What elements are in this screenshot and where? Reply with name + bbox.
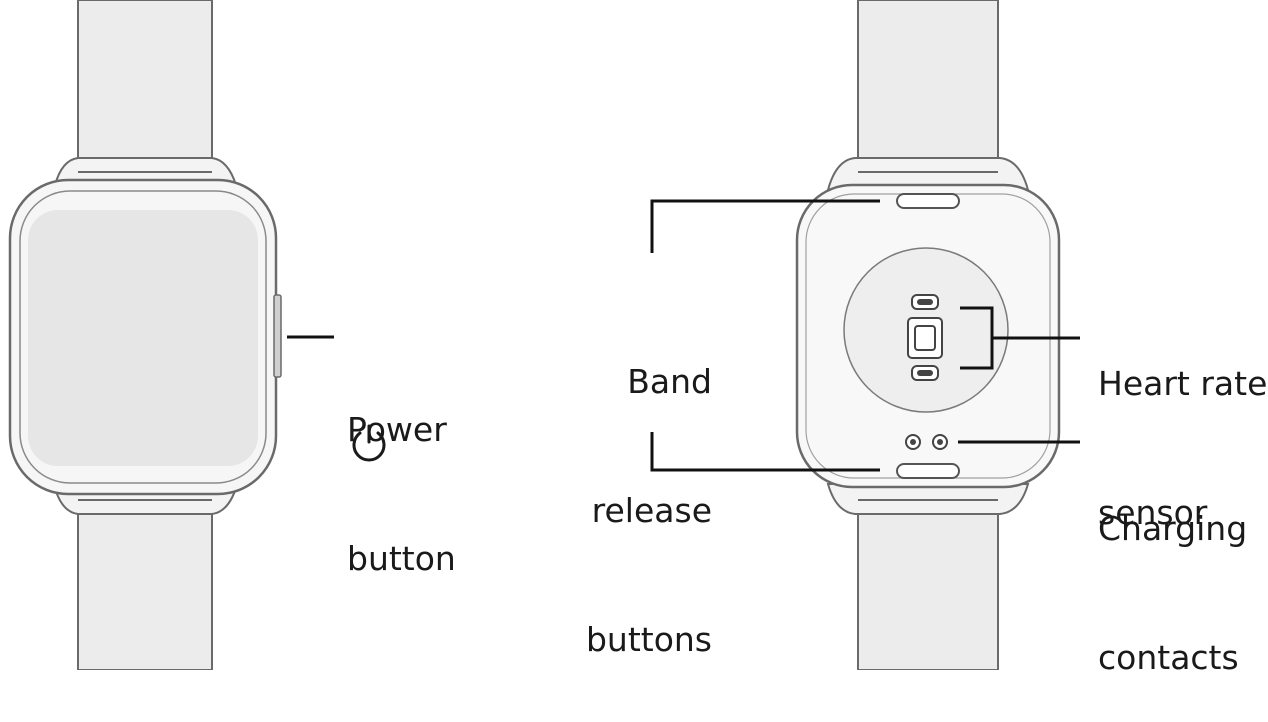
back-top-lug (826, 157, 1030, 191)
front-bezel (19, 190, 267, 484)
band-release-label-line-2: release (591, 491, 712, 530)
bottom-band-release-button (896, 463, 960, 479)
front-top-band (77, 0, 213, 181)
charging-contacts-label: Charging contacts (1098, 421, 1247, 722)
power-icon (352, 424, 386, 462)
band-release-label-line-3: buttons (585, 620, 712, 659)
watch-back-view (795, 0, 1061, 670)
heart-rate-sensor-label: Heart rate sensor (1098, 276, 1267, 577)
band-release-buttons-label: Band release buttons (560, 274, 712, 704)
back-bottom-band (857, 491, 999, 670)
heart-rate-leader (960, 306, 1080, 370)
power-button-label-line-1: Power (347, 410, 447, 449)
band-release-label-line-1: Band (627, 362, 712, 401)
power-button-label: Power button (347, 322, 456, 623)
front-bottom-band (77, 491, 213, 670)
band-release-leaders (650, 199, 880, 472)
power-button-label-line-2: button (347, 539, 456, 578)
charging-label-line-2: contacts (1098, 638, 1239, 677)
heart-rate-label-line-2: sensor (1098, 493, 1208, 532)
charging-label-line-1: Charging (1098, 509, 1248, 548)
watch-diagram (8, 0, 1080, 670)
heart-rate-sensor (907, 294, 943, 381)
heart-rate-label-line-1: Heart rate (1098, 364, 1268, 403)
watch-front-view (8, 0, 334, 670)
top-band-release-button (896, 193, 960, 209)
back-top-band (857, 0, 999, 181)
charging-contacts (905, 434, 948, 450)
front-screen (28, 210, 258, 466)
side-power-button (273, 294, 282, 378)
